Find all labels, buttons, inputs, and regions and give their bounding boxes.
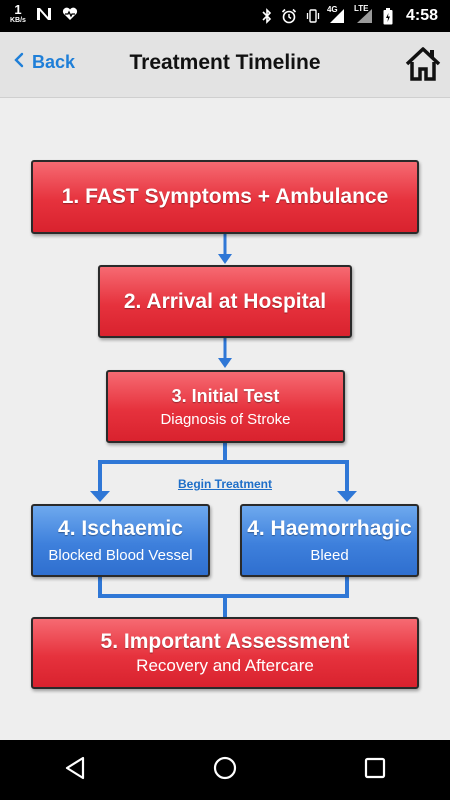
step-3-subtitle: Diagnosis of Stroke [160, 410, 291, 428]
alarm-icon [281, 8, 297, 24]
page-title: Treatment Timeline [129, 51, 321, 74]
speed-unit: KB/s [10, 17, 26, 24]
step-3-box[interactable]: 3. Initial Test Diagnosis of Stroke [106, 370, 345, 443]
clock: 4:58 [405, 7, 438, 24]
system-nav-bar [0, 740, 450, 800]
step-2-title: 2. Arrival at Hospital [123, 289, 327, 313]
health-heart-icon [62, 7, 78, 21]
step-1-box[interactable]: 1. FAST Symptoms + Ambulance [31, 160, 419, 234]
step-4-ischaemic-box[interactable]: 4. Ischaemic Blocked Blood Vessel [31, 504, 210, 577]
begin-treatment-link[interactable]: Begin Treatment [177, 477, 273, 491]
signal-4g-icon: 4G [327, 5, 345, 24]
battery-icon [383, 7, 393, 25]
chevron-left-icon [14, 52, 24, 73]
notification-n-icon [36, 7, 52, 21]
step-4b-subtitle: Bleed [310, 547, 349, 564]
nav-home-button[interactable] [195, 745, 255, 795]
nav-back-button[interactable] [45, 745, 105, 795]
step-1-title: 1. FAST Symptoms + Ambulance [61, 185, 389, 208]
bluetooth-icon [262, 8, 272, 24]
flow-connectors [90, 234, 357, 617]
back-button[interactable]: Back [14, 52, 75, 73]
step-2-box[interactable]: 2. Arrival at Hospital [98, 265, 352, 338]
speed-value: 1 [14, 2, 22, 17]
home-circle-icon [212, 755, 238, 786]
lte-signal-icon: LTE [354, 4, 374, 24]
vibrate-icon [306, 8, 320, 24]
home-button[interactable] [404, 46, 442, 87]
step-5-title: 5. Important Assessment [100, 630, 350, 653]
app-bar: Back Treatment Timeline [0, 32, 450, 98]
network-speed: 1 KB/s [10, 3, 26, 24]
nav-recents-button[interactable] [345, 745, 405, 795]
status-bar: 1 KB/s 4G LTE 4:58 [0, 0, 450, 32]
step-5-subtitle: Recovery and Aftercare [136, 656, 314, 675]
step-4b-title: 4. Haemorrhagic [247, 517, 412, 540]
recents-square-icon [364, 757, 386, 784]
back-triangle-icon [64, 756, 86, 785]
home-icon [404, 47, 442, 86]
step-4a-subtitle: Blocked Blood Vessel [48, 547, 193, 564]
step-4a-title: 4. Ischaemic [58, 517, 183, 540]
step-5-box[interactable]: 5. Important Assessment Recovery and Aft… [31, 617, 419, 689]
step-3-title: 3. Initial Test [171, 385, 280, 406]
step-4-haemorrhagic-box[interactable]: 4. Haemorrhagic Bleed [240, 504, 419, 577]
back-label: Back [32, 52, 76, 72]
